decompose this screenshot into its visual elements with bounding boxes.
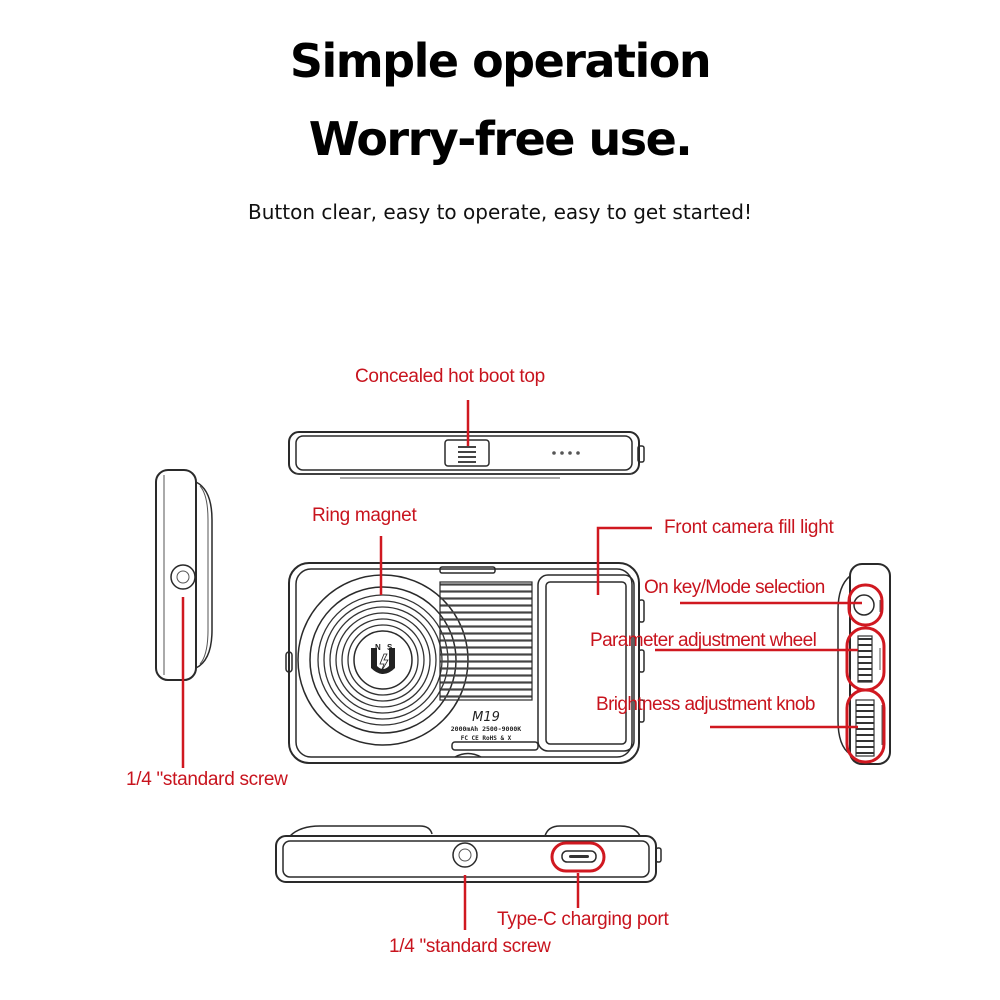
label-screw-left: 1/4 "standard screw (126, 769, 288, 790)
callout-fill-light (596, 526, 652, 595)
battery-indicator-dots (552, 451, 580, 455)
magnet-s-label: S (387, 643, 393, 652)
label-ring-magnet: Ring magnet (312, 505, 417, 526)
parameter-wheel (857, 635, 873, 683)
front-view: N S M19 2000mAh 2500-9000K FC CE RoHS & … (285, 562, 645, 764)
magnet-n-label: N (375, 643, 381, 652)
bottom-screw-hole (452, 842, 478, 868)
title-line-2: Worry-free use. (308, 112, 693, 166)
spec-line-2: FC CE RoHS & X (461, 735, 512, 742)
label-on-key: On key/Mode selection (644, 577, 825, 598)
fill-light-frame (537, 574, 635, 752)
label-param-wheel: Parameter adjustment wheel (590, 630, 817, 651)
left-side-view (155, 469, 213, 681)
title-line-1: Simple operation (289, 34, 712, 88)
left-screw-hole (170, 564, 196, 590)
callout-lines (181, 400, 886, 930)
highlight-brightness (845, 688, 886, 764)
magnet-u-icon (371, 648, 395, 674)
label-hot-boot: Concealed hot boot top (355, 366, 545, 387)
model-label: M19 (472, 710, 500, 725)
hot-shoe-slots (458, 446, 476, 463)
label-screw-bottom: 1/4 "standard screw (389, 936, 551, 957)
typec-port (561, 850, 597, 863)
label-brightness: Brightness adjustment knob (596, 694, 815, 715)
spec-line-1: 2000mAh 2500-9000K (451, 725, 522, 733)
top-view (288, 431, 645, 479)
brightness-knob (855, 699, 875, 757)
label-typec: Type-C charging port (497, 909, 669, 930)
subtitle: Button clear, easy to operate, easy to g… (248, 200, 752, 224)
vent-grille (439, 581, 533, 701)
fill-light-panel (545, 581, 627, 745)
label-fill-light: Front camera fill light (664, 517, 834, 538)
highlight-on-key (847, 583, 884, 627)
power-button (853, 594, 875, 616)
highlight-typec (550, 841, 606, 873)
